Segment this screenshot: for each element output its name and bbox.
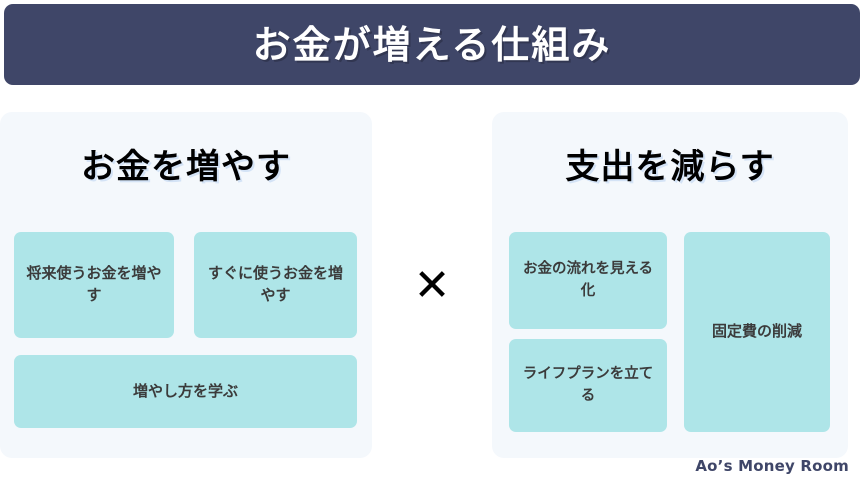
item-label-visualize-cashflow: お金の流れを見える化: [522, 261, 654, 299]
multiply-icon: ✕: [413, 260, 451, 311]
item-box-life-plan[interactable]: ライフプランを立てる: [509, 339, 667, 432]
item-box-fixed-cost-reduction[interactable]: 固定費の削減: [684, 232, 830, 432]
item-label-learn-growth: 増やし方を学ぶ: [132, 381, 238, 400]
item-label-life-plan: ライフプランを立てる: [522, 366, 654, 404]
item-box-future-money[interactable]: 将来使うお金を増やす: [14, 232, 174, 338]
item-box-learn-growth[interactable]: 増やし方を学ぶ: [14, 355, 357, 428]
item-box-visualize-cashflow[interactable]: お金の流れを見える化: [509, 232, 667, 329]
item-label-future-money: 将来使うお金を増やす: [26, 264, 162, 304]
page-title: お金が増える仕組み: [252, 22, 612, 67]
panel-heading-reduce-spending: 支出を減らす: [565, 147, 775, 187]
title-bar: お金が増える仕組み: [4, 4, 860, 85]
item-label-immediate-money: すぐに使うお金を増やす: [207, 264, 343, 304]
item-box-immediate-money[interactable]: すぐに使うお金を増やす: [194, 232, 357, 338]
item-label-fixed-cost-reduction: 固定費の削減: [711, 322, 802, 341]
footer-credit: Ao’s Money Room: [695, 457, 849, 475]
panel-heading-increase-money: お金を増やす: [81, 147, 291, 187]
